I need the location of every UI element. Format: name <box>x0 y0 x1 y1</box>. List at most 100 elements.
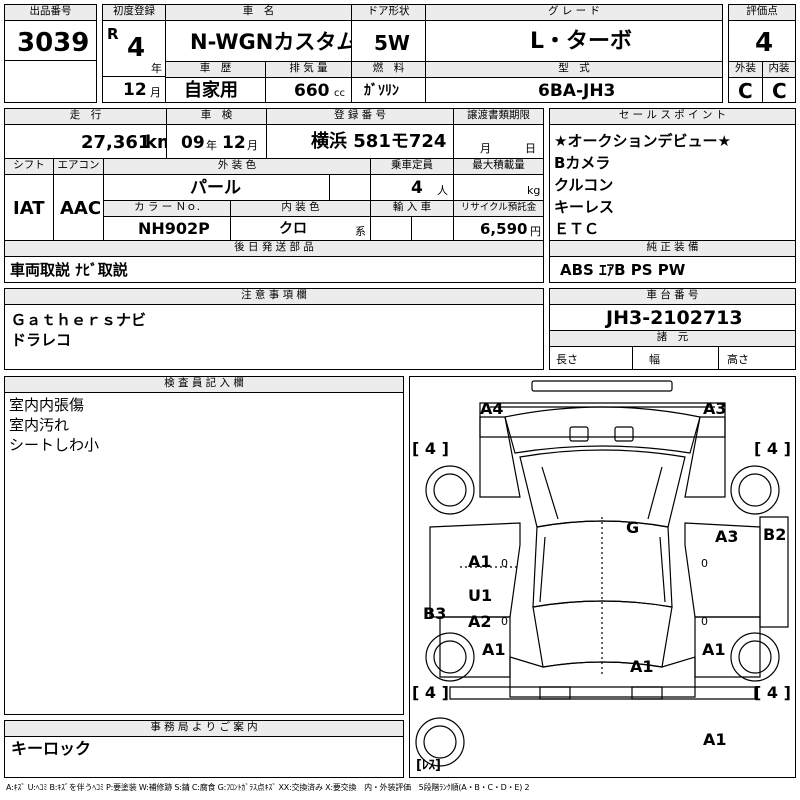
hood <box>505 407 700 453</box>
int-score-cell: C <box>762 77 796 103</box>
transfer-header: 譲渡書類期限 <box>453 108 544 125</box>
tire-tread-rear-right: [ 4 ] <box>754 683 791 702</box>
history-header: 車 歴 <box>165 61 266 78</box>
first-reg-era: R <box>107 25 119 43</box>
door-type: 5W <box>374 31 410 55</box>
interior-color-suffix: 系 <box>355 225 366 238</box>
capacity-cell: 4 人 <box>370 174 454 201</box>
lot-number-cell: 3039 <box>4 20 97 61</box>
legend: A:ｷｽﾞ U:ﾍｺﾐ B:ｷｽﾞを伴うﾍｺﾐ P:要塗装 W:補修跡 S:錆 … <box>6 783 530 792</box>
damage-mark: U1 <box>468 586 493 605</box>
rear-bumper <box>450 687 755 699</box>
rear-hatch <box>510 657 695 697</box>
score-header: 評価点 <box>728 4 796 21</box>
transfer-month-unit: 月 <box>480 142 491 155</box>
zero-mark: 0 <box>701 615 708 628</box>
transfer-cell: 月 日 <box>453 124 544 159</box>
rear-right-wheel <box>731 633 779 681</box>
interior-color-header: 内 装 色 <box>230 200 371 217</box>
inspector-item: シートしわ小 <box>9 436 100 454</box>
damage-mark: A2 <box>468 612 492 631</box>
car-diagram <box>410 377 795 777</box>
registration-cell: 横浜 581モ724 <box>266 124 454 159</box>
first-reg-month-unit: 月 <box>150 86 161 99</box>
sales-point-item: クルコン <box>554 176 614 194</box>
grade-cell: L・ターボ <box>425 20 723 62</box>
equipment-cell: ABS ｴｱB PS PW <box>549 256 796 283</box>
first-reg-year: 4 <box>127 33 146 63</box>
sales-point-item: キーレス <box>554 198 615 216</box>
capacity-unit: 人 <box>437 184 448 197</box>
spare-tire-status: [ﾚｽ] <box>416 758 441 773</box>
front-left-fender <box>480 417 520 497</box>
note-item: Ｇａｔｈｅｒｓナビ <box>11 311 147 329</box>
damage-mark: A1 <box>703 730 727 749</box>
exterior-color-header: 外 装 色 <box>103 158 371 175</box>
roof-plate <box>532 381 672 391</box>
max-load-header: 最大積載量 <box>453 158 544 175</box>
door-header: ドア形状 <box>351 4 426 21</box>
first-reg-year-cell: R 4 年 <box>102 20 166 77</box>
mileage: 27,361 <box>81 132 151 153</box>
model-code-header: 型 式 <box>425 61 723 78</box>
rear-left-wheel <box>426 633 474 681</box>
inspection-year: 09 <box>181 133 205 153</box>
import-cell-b <box>411 216 454 241</box>
grade-header: グ レ ー ド <box>425 4 723 21</box>
recycle-fee: 6,590 <box>480 220 528 238</box>
displacement: 660 <box>294 81 330 101</box>
damage-mark: A1 <box>630 657 654 676</box>
dimensions-height-label: 高さ <box>727 353 749 366</box>
mileage-header: 走 行 <box>4 108 167 125</box>
aircon-header: エアコン <box>53 158 104 175</box>
history: 自家用 <box>184 80 238 101</box>
capacity-header: 乗車定員 <box>370 158 454 175</box>
dimensions-width-cell: 幅 <box>632 346 719 370</box>
sales-points-box: ★オークションデビュー★ Bカメラ クルコン キーレス ＥＴＣ <box>549 124 796 241</box>
fuel-header: 燃 料 <box>351 61 426 78</box>
damage-mark: B3 <box>423 604 447 623</box>
shift: IAT <box>13 198 45 219</box>
damage-mark: A4 <box>480 399 504 418</box>
spare-tire <box>416 718 464 766</box>
recycle-cell: 6,590 円 <box>453 216 544 241</box>
right-rocker <box>760 517 788 627</box>
aircon-cell: AAC <box>53 174 104 241</box>
fuel: ｶﾞｿﾘﾝ <box>364 83 399 99</box>
later-parts: 車両取説 ﾅﾋﾞ取説 <box>10 261 128 279</box>
windshield <box>520 450 685 527</box>
inspection-header: 車 検 <box>166 108 267 125</box>
score: 4 <box>755 28 774 58</box>
history-cell: 自家用 <box>165 77 266 103</box>
max-load-cell: kg <box>453 174 544 201</box>
first-reg-year-unit: 年 <box>151 62 162 75</box>
shift-header: シフト <box>4 158 54 175</box>
aircon: AAC <box>60 198 102 219</box>
zero-mark: 0 <box>701 557 708 570</box>
damage-mark: G <box>626 518 640 537</box>
model-code-cell: 6BA-JH3 <box>425 77 723 103</box>
sales-point-item: ＥＴＣ <box>554 220 600 238</box>
dimensions-width-label: 幅 <box>649 353 660 366</box>
damage-mark: B2 <box>763 525 787 544</box>
later-parts-header: 後 日 発 送 部 品 <box>4 240 544 257</box>
door-cell: 5W <box>351 20 426 62</box>
ext-score-cell: C <box>728 77 763 103</box>
zero-mark: 0 <box>501 557 508 570</box>
chassis-cell: JH3-2102713 <box>549 304 796 331</box>
front-right-fender <box>685 417 725 497</box>
max-load-unit: kg <box>527 184 541 197</box>
chassis-number: JH3-2102713 <box>606 307 743 329</box>
import-cell-a <box>370 216 412 241</box>
inspection-cell: 09 年 12 月 <box>166 124 267 159</box>
equipment: ABS ｴｱB PS PW <box>560 261 686 279</box>
sales-point-item: Bカメラ <box>554 154 611 172</box>
inspection-month: 12 <box>222 133 246 153</box>
inspector-item: 室内内張傷 <box>9 396 85 414</box>
import-header: 輸 入 車 <box>370 200 454 217</box>
office-header: 事 務 局 よ り ご 案 内 <box>4 720 404 737</box>
displacement-cell: 660 cc <box>265 77 352 103</box>
inspector-box: 室内内張傷 室内汚れ シートしわ小 <box>4 392 404 715</box>
tire-tread-front-left: [ 4 ] <box>412 439 449 458</box>
damage-mark: A1 <box>482 640 506 659</box>
